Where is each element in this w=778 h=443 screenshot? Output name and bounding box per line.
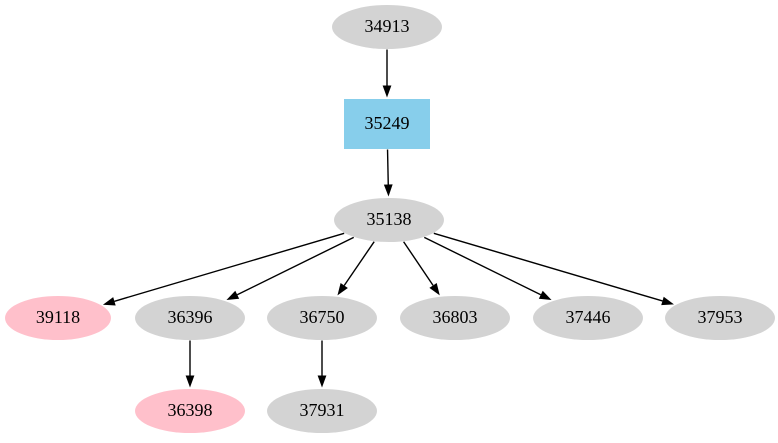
- graph-node-35138[interactable]: 35138: [334, 198, 444, 242]
- graph-node-36750[interactable]: 36750: [267, 296, 377, 340]
- graph-node-36396[interactable]: 36396: [135, 296, 245, 340]
- edge-35249-to-35138: [386, 149, 389, 185]
- node-shape-35249[interactable]: [344, 99, 430, 149]
- edge-35138-to-36750: [343, 241, 375, 286]
- arrowhead-icon: [337, 283, 348, 296]
- arrowhead-icon: [383, 184, 393, 197]
- arrowhead-icon: [185, 375, 195, 388]
- graph-node-36398[interactable]: 36398: [135, 389, 245, 433]
- edge-35138-to-37446: [423, 236, 542, 296]
- arrowhead-icon: [429, 282, 440, 296]
- graph-node-39118[interactable]: 39118: [5, 296, 111, 340]
- node-shape-37446[interactable]: [533, 296, 643, 340]
- edge-35138-to-36803: [403, 241, 434, 286]
- graph-node-36803[interactable]: 36803: [400, 296, 510, 340]
- arrowhead-icon: [317, 375, 327, 388]
- node-shape-39118[interactable]: [5, 296, 111, 340]
- arrowhead-icon: [661, 296, 674, 306]
- arrowhead-icon: [102, 297, 116, 306]
- node-shape-36803[interactable]: [400, 296, 510, 340]
- edge-layer: [102, 49, 674, 388]
- arrowhead-icon: [382, 85, 392, 98]
- graph-node-37446[interactable]: 37446: [533, 296, 643, 340]
- node-shape-37931[interactable]: [267, 389, 377, 433]
- node-shape-36750[interactable]: [267, 296, 377, 340]
- graph-node-37931[interactable]: 37931: [267, 389, 377, 433]
- arrowhead-icon: [538, 290, 552, 301]
- graph-node-37953[interactable]: 37953: [665, 296, 775, 340]
- node-shape-35138[interactable]: [334, 198, 444, 242]
- graph-node-35249[interactable]: 35249: [344, 99, 430, 149]
- node-shape-34913[interactable]: [332, 5, 442, 49]
- node-shape-36398[interactable]: [135, 389, 245, 433]
- edge-35138-to-37953: [433, 232, 663, 302]
- node-shape-37953[interactable]: [665, 296, 775, 340]
- edge-35138-to-39118: [114, 232, 345, 302]
- arrowhead-icon: [226, 290, 240, 301]
- edge-35138-to-36396: [236, 236, 355, 296]
- node-shape-36396[interactable]: [135, 296, 245, 340]
- graph-node-34913[interactable]: 34913: [332, 5, 442, 49]
